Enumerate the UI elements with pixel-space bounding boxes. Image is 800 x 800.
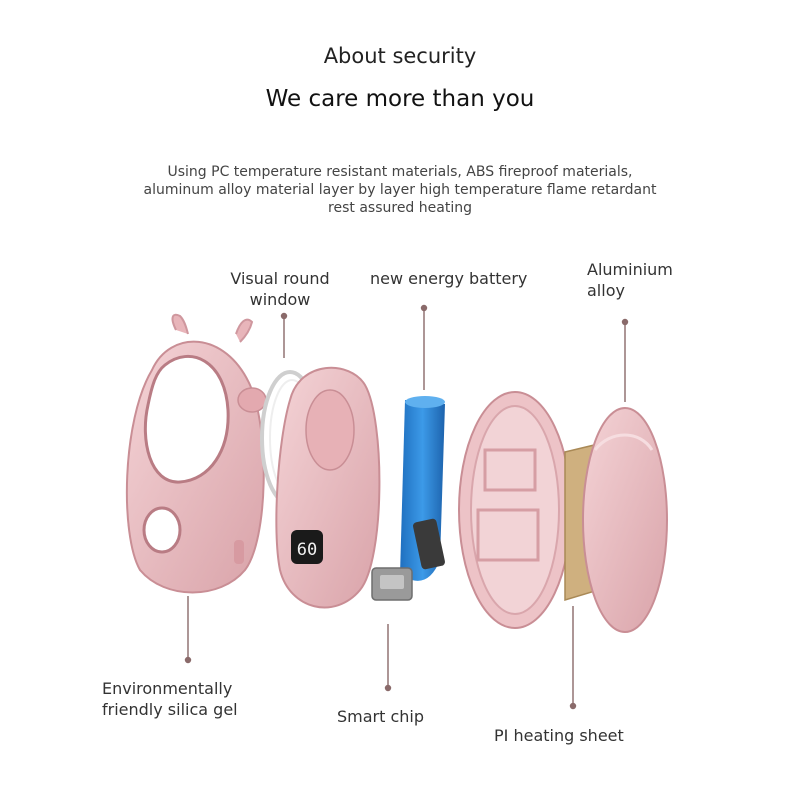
label-battery: new energy battery (370, 269, 528, 288)
digital-display (291, 530, 323, 564)
label-silica-gel: Environmentally friendly silica gel (102, 678, 238, 720)
battery (400, 396, 445, 581)
display-value: 60 (297, 540, 317, 560)
label-line: window (249, 290, 311, 309)
label-line: friendly silica gel (102, 700, 238, 719)
smart-chip (371, 567, 413, 601)
section-title: About security (323, 44, 477, 68)
description: Using PC temperature resistant materials… (100, 163, 700, 217)
label-line: Environmentally (102, 679, 233, 698)
label-pi-heating-sheet: PI heating sheet (494, 726, 624, 745)
label-visual-round-window: Visual round window (228, 268, 332, 310)
silica-gel-sleeve (125, 313, 267, 594)
label-aluminium-alloy: Aluminium alloy (587, 259, 673, 301)
main-body: 60 (275, 366, 381, 609)
label-line: alloy (587, 281, 625, 300)
label-line: Visual round (230, 269, 330, 288)
inner-shell (458, 391, 572, 629)
description-line: aluminum alloy material layer by layer h… (143, 182, 657, 198)
aluminium-alloy-cover (582, 407, 668, 633)
description-line: Using PC temperature resistant materials… (167, 164, 633, 180)
label-line: Aluminium (587, 260, 673, 279)
section-subtitle: We care more than you (265, 86, 535, 112)
description-line: rest assured heating (328, 200, 472, 216)
label-smart-chip: Smart chip (337, 707, 425, 726)
callout-lines (184, 304, 629, 710)
